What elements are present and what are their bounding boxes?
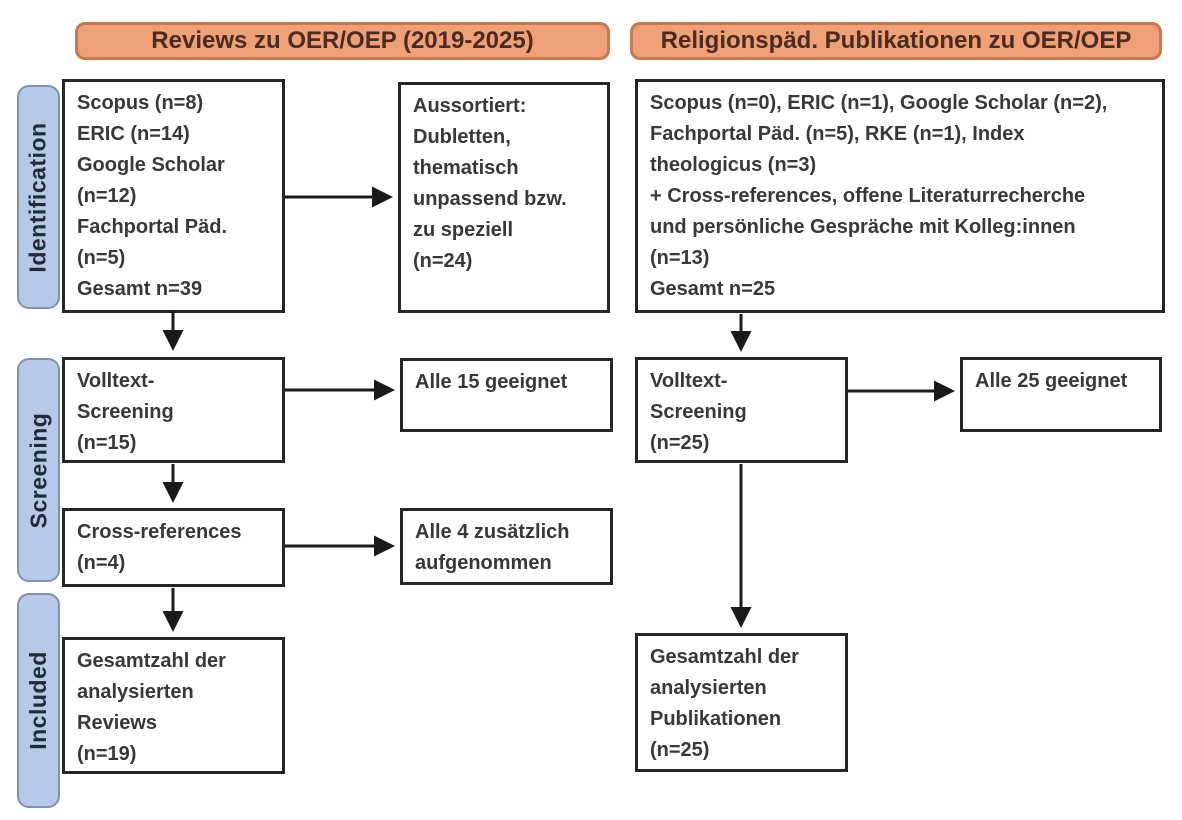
box-text-line: Fachportal Päd. (n=5), RKE (n=1), Index	[650, 123, 1025, 145]
box-right-included-total: Gesamtzahl der analysierten Publikatione…	[635, 633, 848, 772]
box-text-line: ERIC (n=14)	[77, 123, 190, 145]
stage-label-included: Included	[17, 593, 60, 808]
box-text-line: Google Scholar	[77, 154, 225, 176]
box-text-line: + Cross-references, offene Literaturrech…	[650, 185, 1086, 207]
box-left-sources: Scopus (n=8) ERIC (n=14) Google Scholar …	[62, 79, 285, 313]
box-text-line: Alle 25 geeignet	[975, 370, 1128, 392]
column-header-reviews: Reviews zu OER/OEP (2019-2025)	[75, 22, 610, 60]
box-text-line: Gesamt n=25	[650, 278, 776, 300]
box-text-line: unpassend bzw.	[413, 188, 567, 210]
stage-label-identification: Identification	[17, 85, 60, 309]
box-left-fulltext-result: Alle 15 geeignet	[400, 358, 613, 432]
box-text-line: theologicus (n=3)	[650, 154, 817, 176]
stage-label-text: Included	[25, 651, 51, 750]
box-text-line: analysierten	[77, 681, 194, 703]
box-text-line: analysierten	[650, 677, 767, 699]
box-right-fulltext-result: Alle 25 geeignet	[960, 357, 1162, 432]
box-left-crossref-result: Alle 4 zusätzlich aufgenommen	[400, 508, 613, 585]
box-text-line: (n=4)	[77, 552, 126, 574]
box-text-line: Dubletten,	[413, 126, 511, 148]
box-right-fulltext-screening: Volltext- Screening (n=25)	[635, 357, 848, 463]
box-text-line: (n=25)	[650, 432, 710, 454]
box-text-line: Alle 4 zusätzlich	[415, 521, 570, 543]
box-left-fulltext-screening: Volltext- Screening (n=15)	[62, 357, 285, 463]
box-text-line: Scopus (n=0), ERIC (n=1), Google Scholar…	[650, 92, 1108, 114]
box-text-line: (n=12)	[77, 185, 137, 207]
box-text-line: Volltext-	[77, 370, 155, 392]
box-left-excluded: Aussortiert: Dubletten, thematisch unpas…	[398, 82, 610, 313]
box-left-crossreferences: Cross-references (n=4)	[62, 508, 285, 587]
box-text-line: zu speziell	[413, 219, 514, 241]
box-text-line: (n=25)	[650, 739, 710, 761]
box-text-line: Gesamtzahl der	[77, 650, 226, 672]
box-text-line: (n=24)	[413, 250, 473, 272]
box-text-line: Publikationen	[650, 708, 782, 730]
box-text-line: Gesamt n=39	[77, 278, 203, 300]
box-text-line: Volltext-	[650, 370, 728, 392]
box-text-line: (n=15)	[77, 432, 137, 454]
box-text-line: Cross-references	[77, 521, 242, 543]
box-text-line: (n=13)	[650, 247, 710, 269]
column-header-religionspaed: Religionspäd. Publikationen zu OER/OEP	[630, 22, 1162, 60]
box-text-line: thematisch	[413, 157, 519, 179]
box-text-line: Screening	[77, 401, 174, 423]
box-text-line: Reviews	[77, 712, 158, 734]
box-text-line: Alle 15 geeignet	[415, 371, 568, 393]
box-text-line: (n=19)	[77, 743, 137, 765]
box-text-line: Fachportal Päd.	[77, 216, 228, 238]
stage-label-text: Identification	[25, 121, 51, 273]
stage-label-screening: Screening	[17, 358, 60, 582]
box-right-sources: Scopus (n=0), ERIC (n=1), Google Scholar…	[635, 79, 1165, 313]
box-text-line: Gesamtzahl der	[650, 646, 799, 668]
box-left-included-total: Gesamtzahl der analysierten Reviews (n=1…	[62, 637, 285, 774]
box-text-line: Screening	[650, 401, 747, 423]
stage-label-text: Screening	[25, 412, 51, 528]
box-text-line: Aussortiert:	[413, 95, 527, 117]
box-text-line: und persönliche Gespräche mit Kolleg:inn…	[650, 216, 1076, 238]
box-text-line: (n=5)	[77, 247, 126, 269]
box-text-line: Scopus (n=8)	[77, 92, 204, 114]
box-text-line: aufgenommen	[415, 552, 552, 574]
